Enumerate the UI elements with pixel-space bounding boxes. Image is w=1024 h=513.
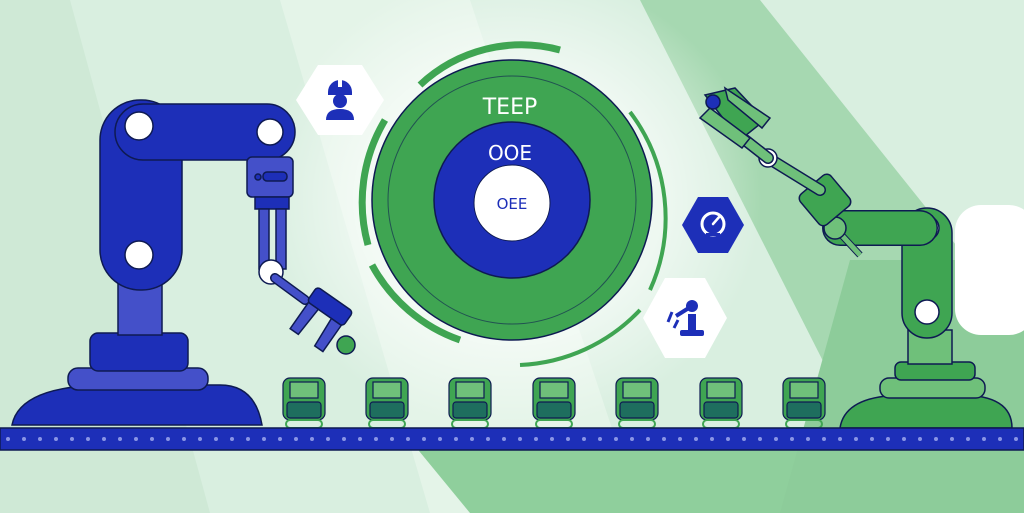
conveyor-dot [982,437,986,441]
conveyor-dots [6,437,1018,441]
conveyor-dot [262,437,266,441]
product-item [782,377,826,429]
product-item [448,377,492,429]
left-robot-upper-arm [114,103,296,161]
worker-icon [326,79,354,120]
left-robot-gripper [289,287,353,353]
conveyor-dot [518,437,522,441]
conveyor-dot [422,437,426,441]
right-robot-base [839,394,1013,429]
conveyor-dot [1014,437,1018,441]
conveyor-dot [614,437,618,441]
oee-label: OEE [497,195,528,213]
conveyor-dot [70,437,74,441]
conveyor-dot [550,437,554,441]
conveyor-dot [918,437,922,441]
conveyor-dot [294,437,298,441]
product-item [282,377,326,429]
oee-core [473,164,551,242]
conveyor-dot [6,437,10,441]
conveyor-dot [38,437,42,441]
conveyor-dot [854,437,858,441]
conveyor-dot [230,437,234,441]
right-robot-arm [698,86,1013,429]
conveyor-dot [534,437,538,441]
conveyor-dot [54,437,58,441]
conveyor-dot [934,437,938,441]
conveyor-dot [326,437,330,441]
conveyor-dot [278,437,282,441]
product-item [699,377,743,429]
left-robot-arm [11,99,356,426]
outer-arc-top [417,41,561,88]
conveyor-dot [102,437,106,441]
product-row [282,377,826,429]
conveyor-dot [134,437,138,441]
conveyor-dot [870,437,874,441]
conveyor-dot [662,437,666,441]
ooe-label: OOE [488,141,532,165]
conveyor-dot [902,437,906,441]
conveyor-dot [774,437,778,441]
gauge-hexagon [682,197,744,253]
conveyor-dot [790,437,794,441]
conveyor-dot [342,437,346,441]
conveyor-dot [310,437,314,441]
conveyor-dot [998,437,1002,441]
worker-hexagon [296,65,384,135]
conveyor-dot [390,437,394,441]
conveyor-dot [22,437,26,441]
gauge-icon [700,211,726,237]
conveyor-dot [246,437,250,441]
conveyor-dot [486,437,490,441]
robot-arm-hexagon [643,278,727,358]
conveyor-dot [214,437,218,441]
conveyor-dot [566,437,570,441]
conveyor-belt [0,427,1024,451]
conveyor-dot [838,437,842,441]
conveyor-dot [630,437,634,441]
conveyor-dot [358,437,362,441]
conveyor-dot [502,437,506,441]
outer-arc-right [628,110,668,291]
white-panel [955,205,1024,335]
conveyor-dot [150,437,154,441]
conveyor-dot [406,437,410,441]
conveyor-dot [742,437,746,441]
conveyor-dot [598,437,602,441]
conveyor-dot [822,437,826,441]
product-item [365,377,409,429]
conveyor-dot [86,437,90,441]
conveyor-dot [182,437,186,441]
conveyor-dot [950,437,954,441]
conveyor-dot [726,437,730,441]
conveyor-dot [374,437,378,441]
outer-arc-left [358,118,389,246]
outer-arc-lower-left [368,263,462,344]
product-item [532,377,576,429]
conveyor-dot [758,437,762,441]
product-item [615,377,659,429]
conveyor-dot [694,437,698,441]
conveyor-dot [198,437,202,441]
teep-label: TEEP [482,95,538,120]
conveyor-dot [710,437,714,441]
conveyor-dot [454,437,458,441]
conveyor-dot [646,437,650,441]
conveyor-dot [438,437,442,441]
conveyor-dot [470,437,474,441]
robot-arm-icon [666,300,704,336]
outer-arc-bottom [519,308,642,367]
conveyor-dot [806,437,810,441]
conveyor-dot [166,437,170,441]
conveyor-dot [678,437,682,441]
conveyor-dot [582,437,586,441]
conveyor-dot [118,437,122,441]
conveyor-dot [966,437,970,441]
conveyor-dot [886,437,890,441]
metrics-diagram: TEEP OOE OEE [358,41,668,367]
